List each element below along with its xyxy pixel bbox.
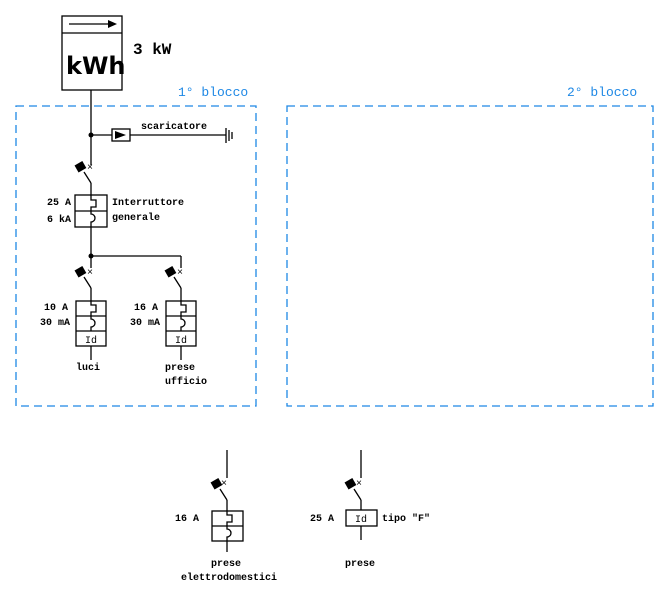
branch-rating: 10 A: [44, 303, 68, 314]
branch-label: luci: [76, 362, 100, 374]
extra-rating: 16 A: [175, 514, 199, 525]
energy-meter: kWh 3 kW: [61, 15, 172, 91]
rcd-symbol: Id: [175, 335, 187, 347]
rcd-symbol: Id: [355, 514, 367, 526]
svg-text:×: ×: [87, 268, 93, 279]
extra-label: prese: [211, 559, 241, 570]
svg-text:×: ×: [356, 479, 362, 490]
block-1-label: 1° blocco: [178, 85, 248, 100]
branch-label: prese: [165, 363, 195, 374]
surge-arrester: scaricatore: [88, 121, 233, 143]
extra-label: prese: [345, 559, 375, 570]
extra-label-2: elettrodomestici: [181, 572, 277, 584]
meter-power: 3 kW: [133, 41, 172, 59]
branch-luci: × Id 10 A 30 mA luci: [40, 266, 107, 374]
branch-rating: 16 A: [134, 303, 158, 314]
main-capacity: 6 kA: [47, 214, 71, 226]
svg-text:×: ×: [177, 268, 183, 279]
branch-sensitivity: 30 mA: [40, 318, 70, 329]
block-2-frame: [286, 105, 654, 407]
branch-label-2: ufficio: [165, 376, 207, 388]
branch-prese-ufficio: × Id 16 A 30 mA prese ufficio: [130, 266, 207, 388]
block-1-frame: [15, 105, 257, 407]
block-2-label: 2° blocco: [567, 85, 637, 100]
rcd-symbol: Id: [85, 335, 97, 347]
main-rating: 25 A: [47, 198, 71, 209]
main-label-1: Interruttore: [112, 198, 184, 209]
meter-unit: kWh: [66, 52, 126, 80]
extra-rating: 25 A: [310, 514, 334, 525]
branch-sensitivity: 30 mA: [130, 318, 160, 329]
main-label-2: generale: [112, 212, 160, 224]
svg-text:×: ×: [87, 163, 93, 174]
main-breaker: × 25 A 6 kA Interruttore generale: [47, 161, 184, 256]
surge-label: scaricatore: [141, 121, 207, 133]
switch-handle-icon: [74, 161, 87, 173]
extra-prese-rcd: × Id 25 A tipo "F" prese: [310, 450, 430, 570]
extra-prese-elettrodomestici: × 16 A prese elettrodomestici: [175, 450, 277, 584]
extra-type: tipo "F": [382, 513, 430, 525]
svg-text:×: ×: [221, 479, 227, 490]
